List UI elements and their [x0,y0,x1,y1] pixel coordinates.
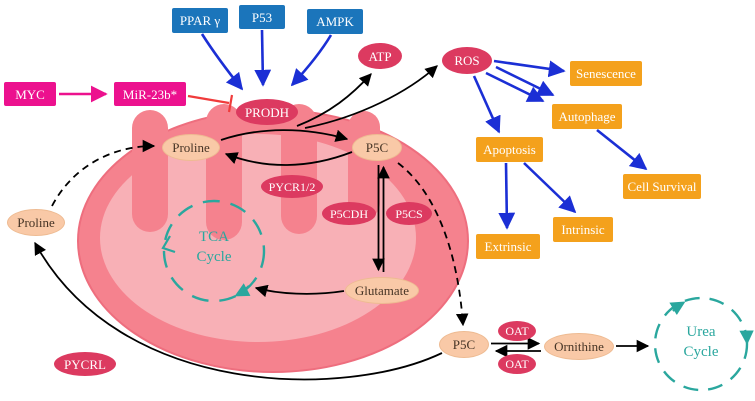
inhibition-mir23b-prodh [187,94,234,113]
node-atp: ATP [358,43,402,69]
node-intrinsic: Intrinsic [553,217,613,242]
node-ampk: AMPK [307,9,363,34]
urea-cycle-label-line2: Cycle [683,343,719,360]
arrow-prodh-to-ros [304,65,438,129]
black-arrows [34,65,650,381]
node-proline-cyto: Proline [7,209,65,236]
node-myc: MYC [4,82,56,106]
cristae [132,104,380,240]
arrow-ros-to-senescence [493,59,566,78]
node-p5c-mito: P5C [352,134,402,161]
arrow-autophage-to-survival [596,128,648,171]
arrow-p53-to-prodh [254,29,272,87]
node-autophage: Autophage [552,104,622,129]
arrow-ppar-to-prodh [200,33,244,91]
mitochondrion [77,104,469,373]
urea-cycle-label: Urea Cycle [671,323,731,362]
node-ornithine: Ornithine [544,333,614,360]
dashed-transport-arrows [51,139,469,327]
node-senescence: Senescence [570,61,642,86]
arrow-ampk-to-prodh [290,34,333,87]
arrow-prodh-to-atp [296,73,372,127]
node-oat-top: OAT [498,321,536,341]
node-p5c-cyto: P5C [439,331,489,358]
tca-cycle-label-line2: Cycle [196,248,232,265]
arrow-apoptosis-to-intrinsic [523,162,577,214]
arrow-glutamate-to-tca [254,284,345,298]
node-cell-survival: Cell Survival [623,174,701,199]
arrow-p5c-to-proline-cytosol [34,241,443,381]
node-ros: ROS [442,47,492,74]
node-pycr1-2: PYCR1/2 [261,175,323,198]
arrow-p5c-export [397,162,469,327]
node-p53: P53 [239,5,285,29]
node-proline-mito: Proline [162,134,220,161]
node-ppar-gamma: PPAR γ [172,8,228,33]
arrow-proline-to-p5c [220,129,349,142]
urea-cycle-label-line1: Urea [686,324,716,340]
arrow-proline-import [51,139,156,207]
tca-cycle-label-line1: TCA [199,229,229,245]
tca-cycle-circle [161,199,266,303]
tca-cycle-label: TCA Cycle [183,228,245,267]
arrow-ros-to-autophage-1 [485,71,545,103]
node-glutamate: Glutamate [345,277,419,304]
arrow-apoptosis-to-extrinsic [498,162,516,230]
node-mir-23b: MiR-23b* [114,82,186,106]
blue-arrows [200,29,648,230]
node-p5cs: P5CS [386,202,432,225]
arrow-ros-to-autophage-2 [495,65,555,97]
node-extrinsic: Extrinsic [476,234,540,259]
node-p5cdh: P5CDH [322,202,376,225]
arrow-p5c-to-proline [224,151,353,166]
urea-cycle-circle [653,296,754,392]
node-apoptosis: Apoptosis [476,137,543,162]
node-oat-bottom: OAT [498,354,536,374]
mitochondrion-matrix [100,134,416,342]
arrow-ros-to-apoptosis [472,75,501,134]
node-prodh: PRODH [236,99,298,125]
node-pycrl: PYCRL [54,352,116,376]
